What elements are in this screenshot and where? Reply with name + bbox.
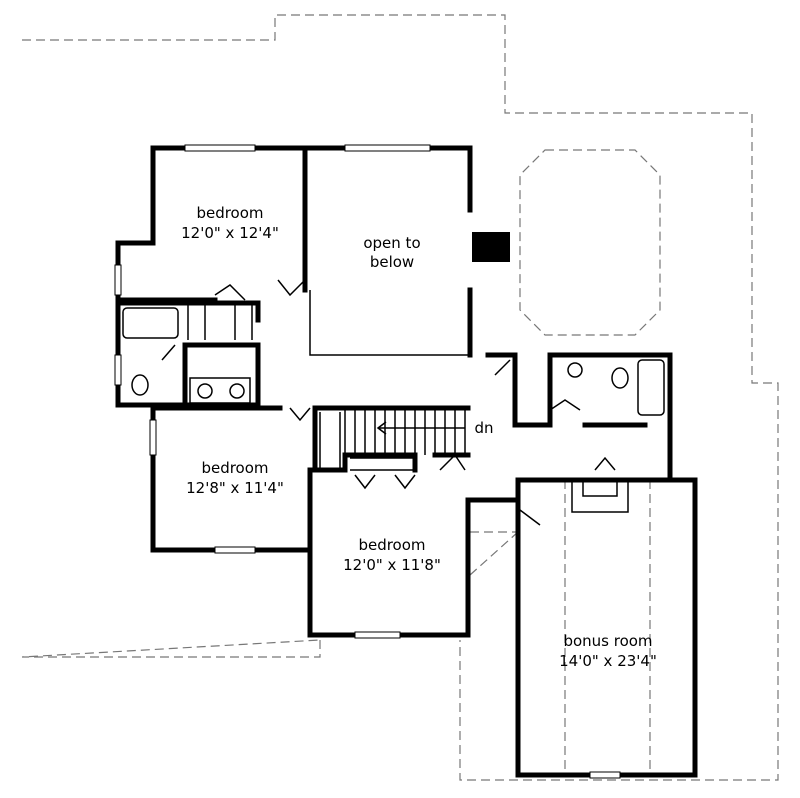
toilet — [611, 367, 629, 389]
vanity — [189, 377, 251, 404]
room-name: bedroom — [196, 204, 263, 222]
wall-bath-left — [115, 297, 261, 408]
attic-line — [469, 531, 519, 576]
toilet — [131, 374, 149, 396]
bonus-fireplace — [571, 480, 629, 513]
bathtub — [122, 307, 179, 339]
door-swing — [161, 279, 616, 526]
sink — [567, 362, 583, 378]
octagon-skylight — [519, 149, 661, 336]
chimney — [472, 232, 510, 262]
sink — [197, 383, 213, 399]
room-size: 12'0" x 12'4" — [181, 224, 279, 242]
room-size: 12'8" x 11'4" — [186, 479, 284, 497]
wall-right-bath — [485, 352, 673, 481]
room-name: bedroom — [201, 459, 268, 477]
bathtub — [637, 359, 665, 416]
room-size: 12'0" x 11'8" — [343, 556, 441, 574]
room-name: bonus room — [563, 632, 652, 650]
room-size: 14'0" x 23'4" — [559, 652, 657, 670]
room-name: bedroom — [358, 536, 425, 554]
room-name: open to — [363, 234, 420, 252]
wall-bonus-room — [515, 477, 698, 778]
room-size: below — [370, 253, 414, 271]
roof-outline — [21, 14, 779, 781]
stair-label: dn — [474, 419, 493, 437]
wall-bedroom-3 — [307, 467, 521, 638]
closet-shelving — [187, 305, 415, 471]
sink — [229, 383, 245, 399]
windows — [114, 144, 621, 779]
stair-arrow-icon — [376, 421, 465, 435]
stair-treads — [344, 410, 466, 455]
open-to-below-rail — [309, 290, 470, 356]
wall-top-left-bedroom — [115, 145, 308, 408]
